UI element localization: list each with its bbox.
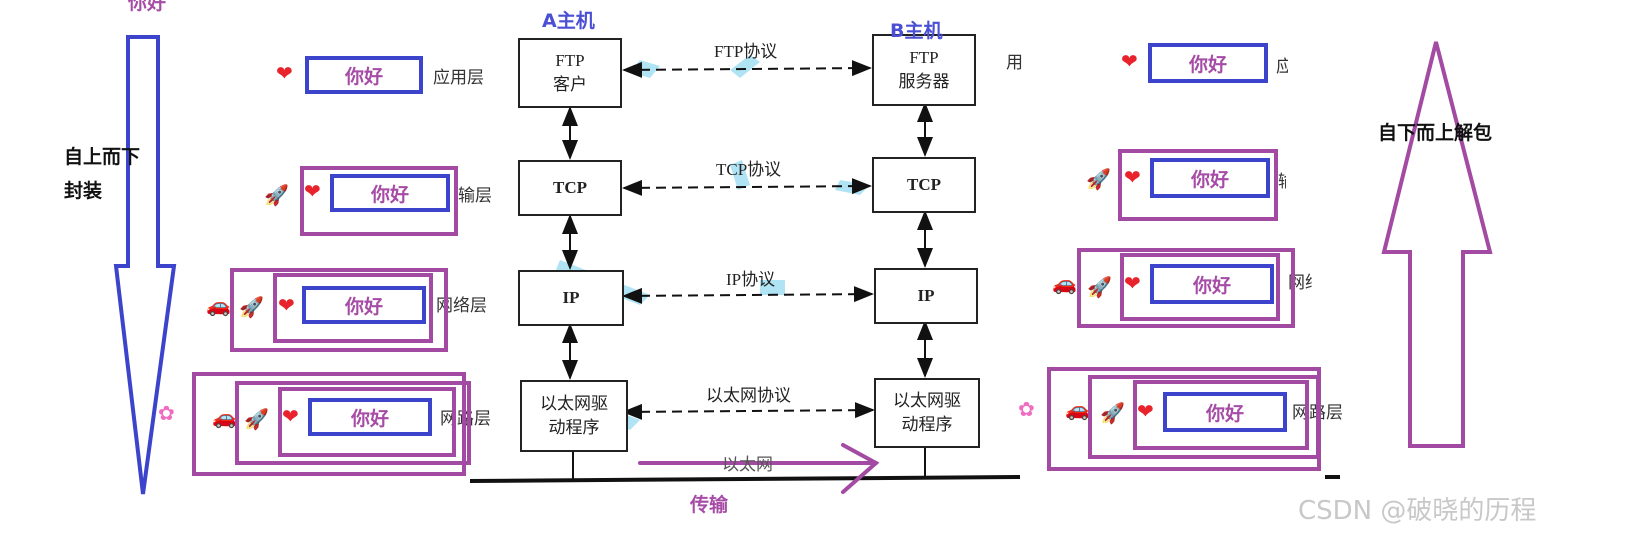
eth-wrap-left-outer xyxy=(192,372,466,476)
transmit-label: 传输 xyxy=(690,494,729,516)
tcp-wrap-left xyxy=(300,166,458,236)
a-ip-label: IP xyxy=(562,288,580,307)
right-layer-cut-1: 用 xyxy=(1006,53,1023,72)
eth-wrap-right-inner xyxy=(1133,380,1309,450)
ip-wrap-left-inner xyxy=(273,273,433,343)
b-ftp-line1: FTP xyxy=(909,48,939,67)
decapsulate-up-arrow xyxy=(1381,41,1493,448)
decapsulate-note: 自下而上解包 xyxy=(1378,122,1493,144)
a-tcp-box: TCP xyxy=(518,160,622,216)
left-layer-application: 应用层 xyxy=(433,68,484,87)
transmit-arrow xyxy=(638,443,880,494)
a-ftp-line1: FTP xyxy=(555,51,585,70)
right-layer-application: 应 xyxy=(1276,57,1288,76)
b-eth-line1: 以太网驱 xyxy=(893,391,961,410)
b-ftp-line2: 服务器 xyxy=(898,72,950,91)
heart-icon: ❤ xyxy=(282,404,299,428)
rocket-icon: 🚀 xyxy=(1100,401,1125,425)
payload-box-app-left: 你好 xyxy=(305,56,423,94)
flower-icon: ✿ xyxy=(1018,397,1035,421)
b-eth-line2: 动程序 xyxy=(901,415,953,434)
a-eth-line1: 以太网驱 xyxy=(540,394,608,413)
heart-icon: ❤ xyxy=(1121,49,1138,73)
ethernet-bus xyxy=(469,475,1021,483)
left-layer-network: 网络层 xyxy=(436,296,487,315)
heart-icon: ❤ xyxy=(278,293,295,317)
b-ethernet-driver-box: 以太网驱 动程序 xyxy=(874,378,980,448)
watermark: CSDN @破晓的历程 xyxy=(1298,496,1537,526)
ftp-protocol-label: FTP协议 xyxy=(714,42,778,61)
car-icon: 🚗 xyxy=(212,405,237,429)
tcp-protocol-label: TCP协议 xyxy=(716,160,782,179)
b-tcp-box: TCP xyxy=(872,157,976,213)
encapsulate-note-line2: 封装 xyxy=(64,180,103,202)
heart-icon: ❤ xyxy=(1124,165,1141,189)
heart-icon: ❤ xyxy=(276,61,293,85)
a-tcp-label: TCP xyxy=(553,178,587,197)
encapsulate-down-arrow xyxy=(113,35,177,495)
rocket-icon: 🚀 xyxy=(1086,167,1111,191)
payload-box-tcp-right: 你好 xyxy=(1150,158,1270,198)
ip-wrap-left-outer xyxy=(230,268,448,352)
b-ftp-server-box: FTP 服务器 xyxy=(872,34,976,106)
rocket-icon: 🚀 xyxy=(1087,275,1112,299)
a-ftp-line2: 客户 xyxy=(553,75,587,94)
payload-box-tcp-left: 你好 xyxy=(330,174,450,212)
heart-icon: ❤ xyxy=(1124,271,1141,295)
tcp-protocol-arrow xyxy=(622,178,872,196)
tcp-wrap-right xyxy=(1118,149,1278,221)
car-icon: 🚗 xyxy=(1052,271,1077,295)
payload-box-ip-right: 你好 xyxy=(1150,264,1274,304)
host-a-title: A主机 xyxy=(542,10,595,32)
eth-wrap-right-middle xyxy=(1088,375,1320,459)
car-icon: 🚗 xyxy=(1065,397,1090,421)
encapsulate-note-line1: 自上而下 xyxy=(64,146,141,168)
b-tcp-label: TCP xyxy=(907,175,941,194)
rocket-icon: 🚀 xyxy=(244,407,269,431)
payload-box-eth-left: 你好 xyxy=(308,398,432,436)
ip-protocol-arrow xyxy=(622,286,874,304)
payload-box-ip-left: 你好 xyxy=(302,286,426,324)
ethernet-protocol-arrow xyxy=(622,402,875,420)
ftp-protocol-arrow xyxy=(622,60,872,78)
a-ftp-client-box: FTP 客户 xyxy=(518,38,622,108)
eth-wrap-left-inner xyxy=(278,387,456,457)
payload-box-app-right: 你好 xyxy=(1148,43,1268,83)
b-ip-label: IP xyxy=(917,286,935,305)
rocket-icon: 🚀 xyxy=(264,183,289,207)
a-ethernet-driver-box: 以太网驱 动程序 xyxy=(520,380,628,452)
heart-icon: ❤ xyxy=(1137,399,1154,423)
heart-icon: ❤ xyxy=(304,179,321,203)
left-layer-transport: 输层 xyxy=(458,186,492,205)
payload-box-eth-right: 你好 xyxy=(1163,392,1287,432)
host-b-title: B主机 xyxy=(890,20,943,42)
b-ip-box: IP xyxy=(874,268,978,324)
right-layer-transport: 输 xyxy=(1278,167,1286,192)
ethernet-network-label: 以太网 xyxy=(722,455,773,474)
rocket-icon: 🚀 xyxy=(239,295,264,319)
flower-icon: ✿ xyxy=(158,401,175,425)
a-eth-line2: 动程序 xyxy=(548,418,600,437)
eth-wrap-left-middle xyxy=(235,381,471,465)
ip-wrap-right-outer xyxy=(1077,248,1295,328)
ip-protocol-label: IP协议 xyxy=(726,270,776,289)
a-ip-box: IP xyxy=(518,270,624,326)
ethernet-protocol-label: 以太网协议 xyxy=(706,386,791,405)
ip-wrap-right-inner xyxy=(1120,253,1280,321)
top-cut-hello: 你好 xyxy=(128,0,167,14)
encapsulate-note: 自上而下 封装 xyxy=(64,140,140,208)
car-icon: 🚗 xyxy=(206,293,231,317)
